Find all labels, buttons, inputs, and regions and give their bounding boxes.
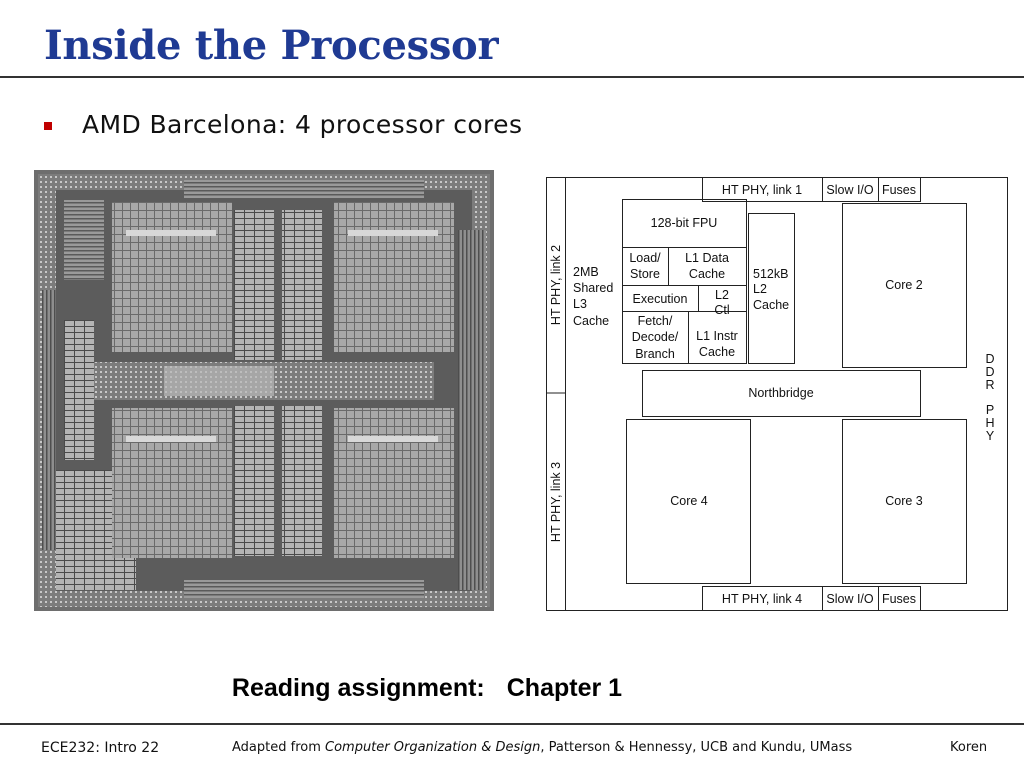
l2-cache-label-3: Cache bbox=[753, 298, 789, 312]
fetch-label-3: Branch bbox=[635, 347, 675, 361]
l1-instr-cache-block bbox=[688, 311, 747, 364]
reading-assignment: Reading assignment: Chapter 1 bbox=[0, 674, 854, 703]
execution-label: Execution bbox=[633, 292, 688, 306]
bullet-text: AMD Barcelona: 4 processor cores bbox=[82, 110, 523, 139]
footer-attribution-book: Computer Organization & Design bbox=[325, 740, 541, 755]
l1-data-label-2: Cache bbox=[689, 267, 725, 281]
core4-block bbox=[626, 419, 751, 584]
fuses-top-label: Fuses bbox=[882, 183, 916, 197]
footer-attribution-suffix: , Patterson & Hennessy, UCB and Kundu, U… bbox=[540, 740, 853, 755]
ddr-phy-char-7: Y bbox=[986, 429, 995, 443]
fetch-label-1: Fetch/ bbox=[638, 314, 673, 328]
fuses-bottom-label: Fuses bbox=[882, 592, 916, 606]
slow-io-top-label: Slow I/O bbox=[826, 183, 874, 197]
core2-label: Core 2 bbox=[885, 278, 923, 292]
l2-cache-label-2: L2 bbox=[753, 282, 767, 296]
reading-chapter: Chapter 1 bbox=[506, 674, 623, 702]
fetch-label-2: Decode/ bbox=[632, 330, 679, 344]
ht-link2-label: HT PHY, link 2 bbox=[549, 245, 563, 325]
northbridge-block bbox=[642, 370, 921, 417]
l1-instr-label-1: L1 Instr bbox=[696, 329, 738, 343]
core3-label: Core 3 bbox=[885, 494, 923, 508]
fuses-bottom-block bbox=[878, 586, 921, 611]
slow-io-bottom-label: Slow I/O bbox=[826, 592, 874, 606]
floorplan-diagram: HT PHY, link 1 Slow I/O Fuses HT PHY, li… bbox=[546, 177, 1008, 611]
l2-cache-label-1: 512kB bbox=[753, 267, 788, 281]
l2-cache-block bbox=[748, 213, 795, 364]
ht-link1-label: HT PHY, link 1 bbox=[722, 183, 802, 197]
l1-instr-label-2: Cache bbox=[699, 345, 735, 359]
ddr-phy-char-3: R bbox=[985, 378, 994, 392]
l3-cache-label-2: Shared bbox=[573, 281, 613, 295]
ht-link3-label: HT PHY, link 3 bbox=[549, 462, 563, 542]
bullet-item: AMD Barcelona: 4 processor cores bbox=[44, 110, 522, 139]
ddr-phy-char-5: P bbox=[986, 403, 994, 417]
core2-block bbox=[842, 203, 967, 368]
northbridge-label: Northbridge bbox=[748, 386, 813, 400]
load-store-label-2: Store bbox=[630, 267, 660, 281]
fuses-top-block bbox=[878, 177, 921, 202]
l2-ctl-label-2: Ctl bbox=[714, 303, 729, 317]
ddr-phy-char-2: D bbox=[985, 365, 994, 379]
l2-ctl-label-1: L2 bbox=[715, 288, 729, 302]
ht-link4-label: HT PHY, link 4 bbox=[722, 592, 802, 606]
core3-block bbox=[842, 419, 967, 584]
footer-attribution-prefix: Adapted from bbox=[232, 740, 325, 755]
l1-data-label-1: L1 Data bbox=[685, 251, 729, 265]
l3-cache-label-4: Cache bbox=[573, 314, 609, 328]
die-photo-image bbox=[34, 170, 494, 611]
slide-title: Inside the Processor bbox=[44, 22, 499, 69]
footer-author: Koren bbox=[950, 740, 988, 755]
ddr-phy-char-1: D bbox=[985, 352, 994, 366]
fpu-label: 128-bit FPU bbox=[651, 216, 718, 230]
ddr-phy-char-6: H bbox=[985, 416, 994, 430]
reading-label: Reading assignment: bbox=[231, 674, 485, 702]
core4-label: Core 4 bbox=[670, 494, 708, 508]
l3-cache-label-1: 2MB bbox=[573, 265, 599, 279]
bullet-square-icon bbox=[44, 121, 52, 130]
title-divider bbox=[0, 76, 1024, 78]
footer-divider bbox=[0, 723, 1024, 725]
load-store-label-1: Load/ bbox=[629, 251, 661, 265]
footer-course: ECE232: Intro 22 bbox=[41, 740, 160, 756]
footer-attribution: Adapted from Computer Organization & Des… bbox=[232, 740, 852, 755]
l3-cache-label-3: L3 bbox=[573, 297, 587, 311]
